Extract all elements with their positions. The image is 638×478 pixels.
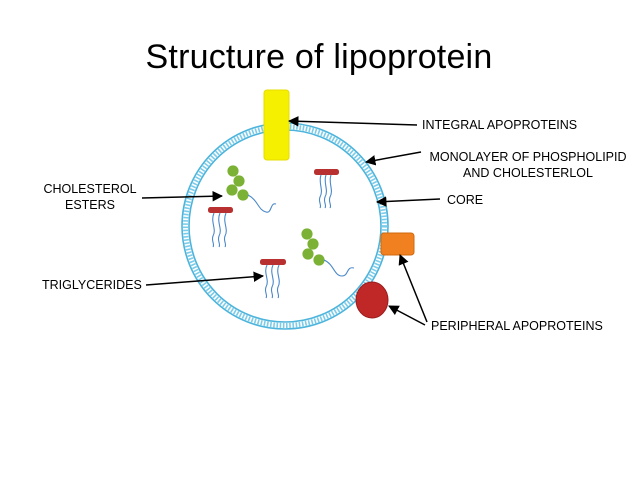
- label-integral-apoproteins: INTEGRAL APOPROTEINS: [422, 118, 578, 132]
- cholesterol-ester-cluster-1: [226, 165, 277, 213]
- label-cholesterol-line-2: ESTERS: [64, 198, 115, 212]
- triglyceride-1: [314, 169, 339, 209]
- arrow-peripheral-orange: [398, 254, 428, 323]
- arrow-monolayer: [364, 151, 422, 166]
- label-core: CORE: [447, 193, 484, 207]
- peripheral-apoprotein-orange: [380, 232, 415, 256]
- triglyceride-3: [260, 259, 286, 299]
- slide-title: Structure of lipoprotein: [145, 38, 493, 76]
- arrow-cholesterol-esters: [141, 190, 224, 202]
- arrow-integral: [287, 116, 418, 127]
- label-cholesterol-esters: CHOLESTEROL ESTERS: [40, 181, 140, 213]
- label-triglycerides: TRIGLYCERIDES: [42, 278, 142, 292]
- arrow-core: [375, 196, 441, 207]
- label-cholesterol-line-1: CHOLESTEROL: [43, 182, 137, 196]
- label-monolayer-line-1: MONOLAYER OF PHOSPHOLIPID: [429, 150, 627, 164]
- label-peripheral-apoproteins: PERIPHERAL APOPROTEINS: [431, 319, 603, 333]
- triglyceride-2: [208, 207, 233, 248]
- cholesterol-ester-cluster-2: [301, 228, 355, 277]
- label-monolayer: MONOLAYER OF PHOSPHOLIPID AND CHOLESTERL…: [423, 149, 633, 181]
- peripheral-apoprotein-red: [355, 281, 389, 319]
- integral-apoprotein: [263, 89, 290, 161]
- arrow-peripheral-red: [388, 305, 426, 326]
- label-monolayer-line-2: AND CHOLESTERLOL: [463, 166, 593, 180]
- arrow-triglycerides: [145, 271, 265, 286]
